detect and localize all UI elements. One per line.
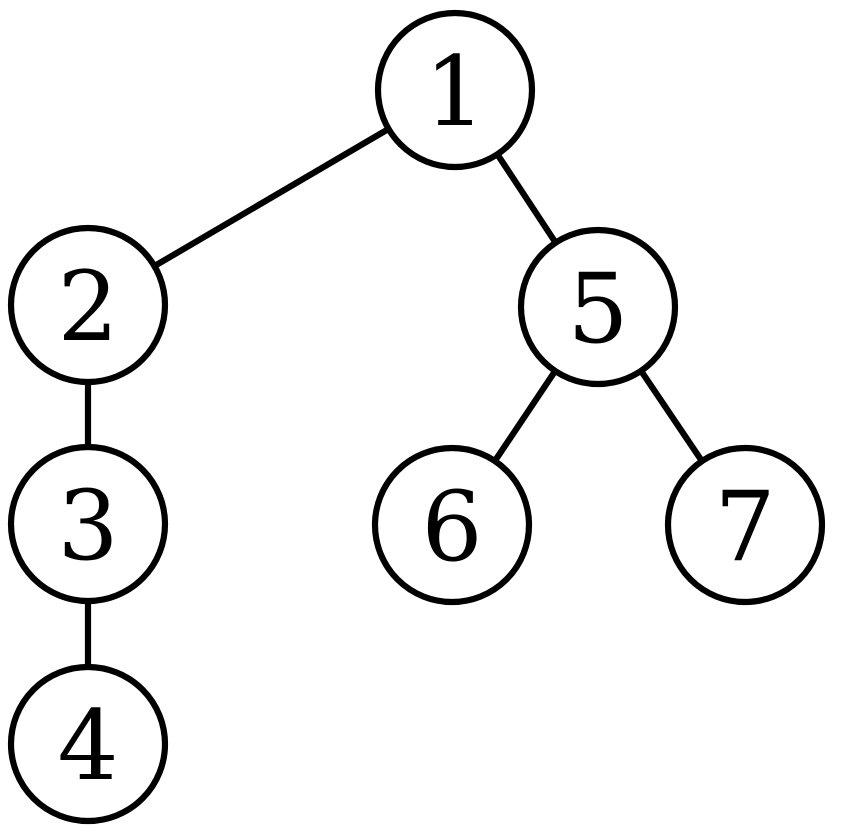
tree-edge-1-5 [494, 152, 559, 245]
node-label-3: 3 [57, 470, 118, 582]
tree-node-4[interactable]: 4 [7, 663, 169, 825]
node-circle-4[interactable] [7, 663, 169, 825]
tree-edge-5-6 [492, 369, 558, 463]
tree-edge-1-2 [152, 126, 391, 269]
tree-node-6[interactable]: 6 [371, 444, 533, 606]
tree-node-7[interactable]: 7 [664, 444, 826, 606]
node-label-1: 1 [424, 36, 485, 148]
node-circle-3[interactable] [7, 443, 169, 605]
tree-node-2[interactable]: 2 [7, 224, 169, 386]
node-circle-7[interactable] [664, 444, 826, 606]
node-label-5: 5 [567, 253, 628, 365]
node-label-4: 4 [57, 690, 118, 802]
node-circle-6[interactable] [371, 444, 533, 606]
node-layer: 1 2 3 4 56 7 [7, 9, 826, 825]
node-label-2: 2 [57, 251, 118, 363]
tree-edge-5-7 [638, 369, 705, 463]
tree-node-3[interactable]: 3 [7, 443, 169, 605]
tree-node-1[interactable]: 1 [374, 9, 536, 171]
node-circle-5[interactable] [517, 226, 679, 388]
node-label-7: 7 [714, 471, 775, 583]
node-label-6: 6 [421, 471, 482, 583]
tree-node-5[interactable]: 5 [517, 226, 679, 388]
node-circle-1[interactable] [374, 9, 536, 171]
edge-layer [84, 126, 705, 667]
node-circle-2[interactable] [7, 224, 169, 386]
